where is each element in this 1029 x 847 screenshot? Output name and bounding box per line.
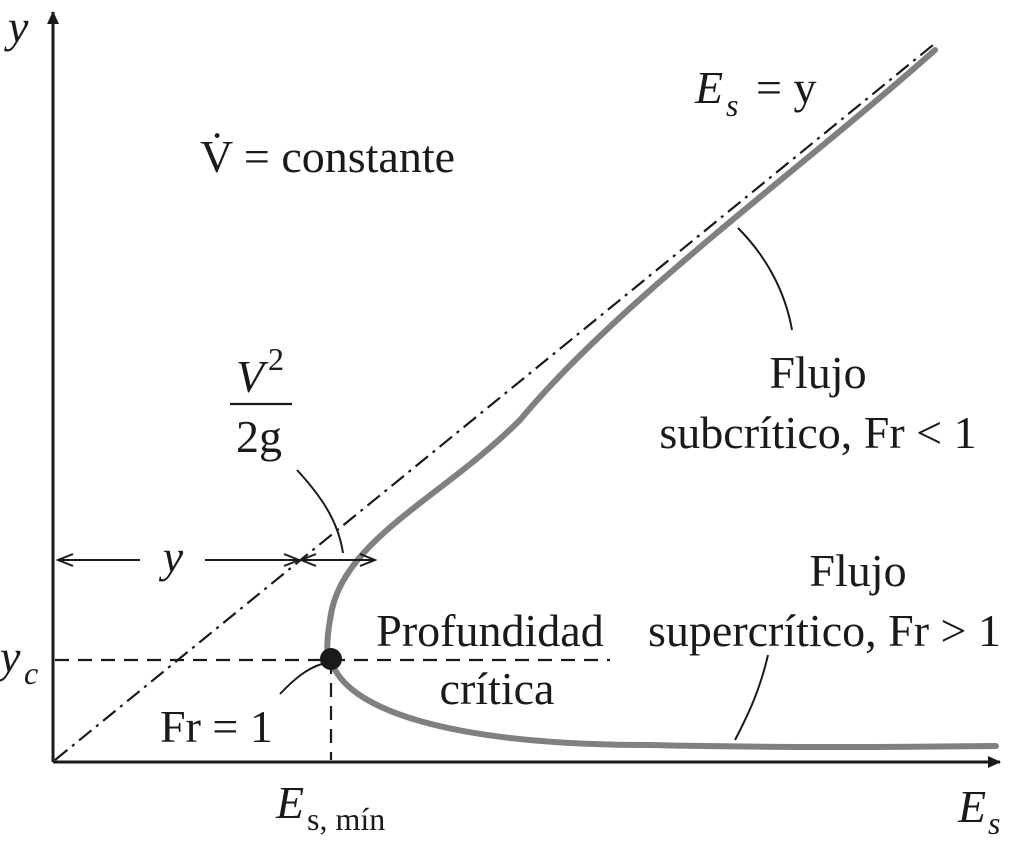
critical-depth-label-line2: crítica	[440, 663, 555, 714]
asymptote-line	[54, 44, 934, 761]
flow-rate-label: V̇ = constante	[200, 131, 455, 182]
supercritical-label-line2: supercrítico, Fr > 1	[648, 605, 1001, 656]
yc-label-sub: c	[24, 655, 38, 691]
specific-energy-curve	[324, 47, 999, 750]
velocity-head-numerator: V	[236, 351, 269, 402]
velocity-head-exponent: 2	[268, 341, 284, 377]
x-axis-label-sub: s	[988, 805, 1000, 841]
depth-dimension-label: y	[159, 531, 184, 582]
yc-label: y	[0, 631, 21, 682]
esmin-label-sub: s, mín	[307, 801, 385, 837]
critical-depth-label-line1: Profundidad	[376, 605, 603, 656]
asymptote-label-lhs: E	[694, 62, 723, 113]
esmin-label: E	[275, 777, 304, 828]
asymptote-label-lhs-sub: s	[726, 87, 738, 123]
subcritical-label-line1: Flujo	[769, 347, 866, 398]
y-axis-label: y	[4, 1, 29, 52]
velocity-head-denominator: 2g	[236, 411, 282, 462]
critical-point	[320, 648, 342, 670]
supercritical-leader	[734, 654, 769, 741]
froude-leader	[279, 663, 323, 695]
asymptote-label-rhs: = y	[756, 62, 816, 113]
supercritical-label-line1: Flujo	[809, 545, 906, 596]
froude-one-label: Fr = 1	[160, 701, 273, 752]
subcritical-label-line2: subcrítico, Fr < 1	[659, 407, 976, 458]
x-axis-label: E	[957, 781, 986, 832]
subcritical-leader	[737, 227, 793, 331]
velocity-head-leader	[296, 469, 344, 554]
